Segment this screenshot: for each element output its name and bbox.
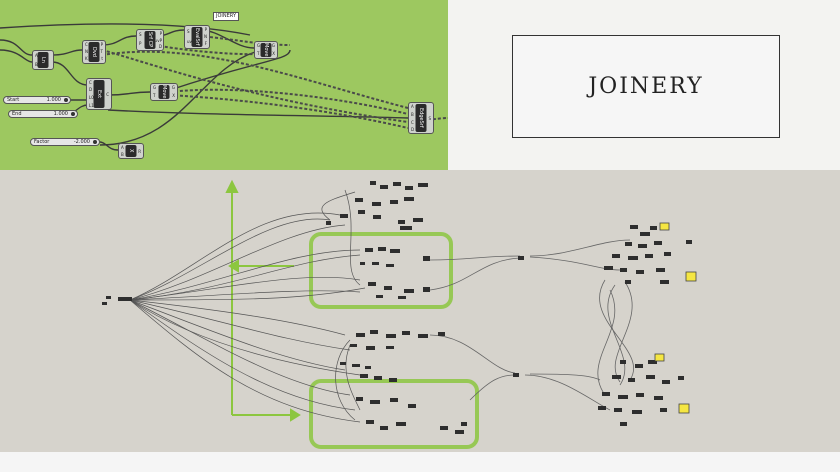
edge-surface-component[interactable]: A B C D EdgeSrf S: [408, 102, 434, 134]
input-g[interactable]: G: [257, 43, 261, 48]
component-label: EdgeSrf: [415, 104, 427, 132]
output-uvp[interactable]: uvP: [154, 38, 162, 43]
grasshopper-canvas-overview[interactable]: [0, 170, 840, 452]
output-p[interactable]: P: [100, 42, 103, 47]
input-p[interactable]: P: [139, 41, 142, 46]
component-label: Move: [158, 85, 170, 99]
move-component-2[interactable]: G T Move G X: [150, 83, 178, 101]
output-n[interactable]: N: [204, 34, 207, 39]
slider-value: 1.000: [46, 97, 61, 103]
input-g[interactable]: G: [153, 85, 157, 90]
highlight-box-lower: [309, 379, 479, 449]
slide-footer: [0, 452, 840, 472]
input-d[interactable]: D: [411, 127, 415, 132]
multiply-component[interactable]: A B X R: [118, 143, 144, 159]
input-c[interactable]: C: [85, 42, 88, 47]
input-k[interactable]: K: [85, 56, 88, 61]
output-g[interactable]: G: [271, 43, 275, 48]
input-b[interactable]: B: [411, 112, 414, 117]
output-r[interactable]: R: [138, 149, 141, 154]
output-d[interactable]: D: [158, 44, 162, 49]
input-t[interactable]: T: [257, 51, 260, 56]
extend-curve-component[interactable]: C D L0 L1 Ext C: [86, 78, 112, 110]
input-a[interactable]: A: [411, 104, 414, 109]
component-label: Srf CP: [144, 31, 156, 49]
input-uv[interactable]: uv: [187, 39, 192, 44]
divide-component[interactable]: C N K Dvd P T t: [82, 40, 106, 64]
output-t-param[interactable]: t: [101, 56, 103, 61]
input-c[interactable]: C: [89, 80, 92, 85]
input-n[interactable]: N: [85, 49, 88, 54]
axis-arrows: [225, 179, 301, 422]
component-label: Dvd: [88, 42, 100, 62]
slider-handle[interactable]: [93, 140, 97, 144]
surface-closest-point-component[interactable]: S P Srf CP P uvP D: [136, 29, 164, 51]
component-label: Ln: [37, 52, 49, 68]
end-slider[interactable]: End 1.000: [8, 110, 78, 118]
grasshopper-canvas-top[interactable]: JOINERY A B Ln C N K Dvd P T t S P Srf C…: [0, 0, 448, 170]
output-f[interactable]: F: [204, 41, 207, 46]
group-label: JOINERY: [213, 12, 239, 21]
slider-label: Start: [7, 97, 20, 103]
input-s[interactable]: S: [187, 29, 190, 34]
input-c[interactable]: C: [411, 120, 414, 125]
slider-label: Factor: [34, 139, 50, 145]
slide-title-box: JOINERY: [512, 35, 780, 138]
highlight-box-upper: [309, 232, 453, 309]
input-l0[interactable]: L0: [89, 95, 94, 100]
input-s[interactable]: S: [139, 32, 142, 37]
input-a[interactable]: A: [35, 53, 38, 58]
output-g[interactable]: G: [171, 85, 175, 90]
component-label: Move: [260, 43, 272, 57]
slider-label: End: [12, 111, 22, 117]
output-p[interactable]: P: [204, 27, 207, 32]
slider-value: -2.000: [73, 139, 90, 145]
output-x[interactable]: X: [172, 93, 175, 98]
evaluate-surface-component[interactable]: S uv EvalSrf P N F: [184, 25, 210, 49]
input-d[interactable]: D: [89, 87, 93, 92]
input-t[interactable]: T: [153, 93, 156, 98]
input-b[interactable]: B: [35, 62, 38, 67]
slide-title: JOINERY: [588, 74, 704, 99]
output-p[interactable]: P: [159, 31, 162, 36]
output-s[interactable]: S: [428, 116, 431, 121]
factor-slider[interactable]: Factor -2.000: [30, 138, 100, 146]
component-clusters: [102, 181, 692, 434]
slider-value: 1.000: [53, 111, 68, 117]
move-component[interactable]: G T Move G X: [254, 41, 278, 59]
wire-layer-overview: [102, 179, 697, 449]
component-label: X: [125, 145, 137, 157]
line-component[interactable]: A B Ln: [32, 50, 54, 70]
output-t[interactable]: T: [100, 49, 103, 54]
start-slider[interactable]: Start 1.000: [3, 96, 71, 104]
slider-handle[interactable]: [71, 112, 75, 116]
component-label: Ext: [93, 80, 105, 108]
component-label: EvalSrf: [191, 27, 203, 47]
input-a[interactable]: A: [121, 145, 124, 150]
input-b[interactable]: B: [121, 152, 124, 157]
input-l1[interactable]: L1: [89, 103, 94, 108]
slider-handle[interactable]: [64, 98, 68, 102]
output-x[interactable]: X: [272, 51, 275, 56]
output-c[interactable]: C: [106, 92, 109, 97]
note-panels: [654, 222, 697, 414]
